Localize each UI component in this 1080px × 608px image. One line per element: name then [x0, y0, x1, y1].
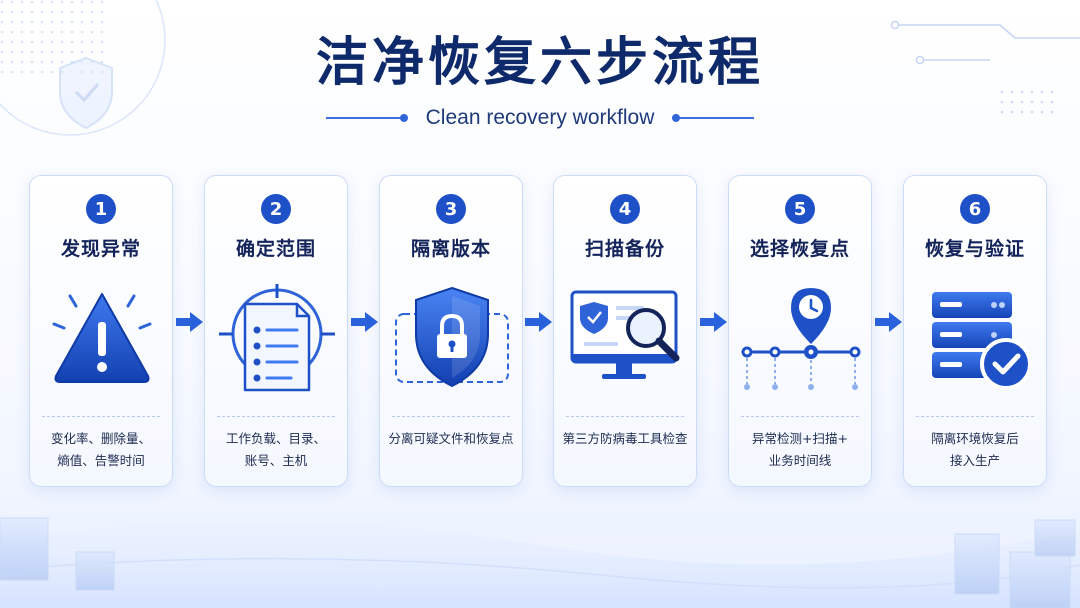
- monitor-scan-icon: [570, 290, 680, 379]
- step-description: 隔离环境恢复后 接入生产: [910, 428, 1040, 472]
- step-description: 分离可疑文件和恢复点: [386, 428, 516, 450]
- step-number: 4: [610, 194, 640, 224]
- cube-decoration-left: [0, 517, 115, 591]
- desc-line: 异常检测+扫描+: [752, 431, 848, 446]
- step-number: 6: [960, 194, 990, 224]
- step-divider: [217, 416, 335, 417]
- step-description: 变化率、删除量、 熵值、告警时间: [36, 428, 166, 472]
- subtitle-row: Clean recovery workflow: [0, 106, 1080, 130]
- step-divider: [566, 416, 684, 417]
- desc-line: 工作负载、目录、: [225, 431, 326, 446]
- desc-line: 业务时间线: [768, 453, 832, 468]
- timeline-clock-icon: [741, 288, 861, 390]
- step-divider: [741, 416, 859, 417]
- step-title: 确定范围: [235, 238, 316, 260]
- step-number: 1: [86, 194, 116, 224]
- step-card-5: 5 选择恢复点 异常检测+扫描+ 业务时间线: [728, 175, 872, 487]
- step-card-3: 3 隔离版本 分离可疑文件和恢复点: [379, 175, 523, 487]
- step-title: 选择恢复点: [749, 238, 850, 260]
- step-divider: [42, 416, 160, 417]
- step-divider: [392, 416, 510, 417]
- step-card-6: 6 恢复与验证 隔离环境恢复后 接入生产: [903, 175, 1047, 487]
- step-title: 发现异常: [60, 238, 141, 260]
- step-card-2: 2 确定范围 工作负载、目录、 账号、主机: [204, 175, 348, 487]
- step-number: 2: [261, 194, 291, 224]
- page-subtitle: Clean recovery workflow: [425, 106, 655, 129]
- desc-line: 变化率、删除量、: [50, 431, 151, 446]
- cube-decoration-right: [954, 519, 1076, 608]
- step-divider: [916, 416, 1034, 417]
- step-number: 5: [785, 194, 815, 224]
- header: 洁净恢复六步流程 Clean recovery workflow: [0, 28, 1080, 130]
- step-card-1: 1 发现异常 变化率、删除量、 熵值、告警时间: [29, 175, 173, 487]
- arrow-right-icon: [351, 312, 378, 332]
- step-card-4: 4 扫描备份 第三方防病毒工具检查: [553, 175, 697, 487]
- step-title: 隔离版本: [410, 238, 491, 260]
- subtitle-line-right: [672, 114, 755, 122]
- arrow-right-icon: [525, 312, 552, 332]
- warning-triangle-icon: [52, 293, 152, 383]
- desc-line: 分离可疑文件和恢复点: [388, 431, 514, 446]
- arrow-right-icon: [176, 312, 203, 332]
- desc-line: 熵值、告警时间: [57, 453, 145, 468]
- server-check-icon: [932, 292, 1032, 390]
- crosshair-document-icon: [219, 284, 335, 392]
- step-description: 异常检测+扫描+ 业务时间线: [735, 428, 865, 472]
- step-description: 工作负载、目录、 账号、主机: [211, 428, 341, 472]
- arrow-right-icon: [700, 312, 727, 332]
- page-title: 洁净恢复六步流程: [315, 33, 764, 93]
- step-description: 第三方防病毒工具检查: [560, 428, 690, 450]
- step-number: 3: [436, 194, 466, 224]
- desc-line: 第三方防病毒工具检查: [562, 431, 688, 446]
- shield-lock-icon: [395, 286, 509, 388]
- desc-line: 接入生产: [949, 453, 1000, 468]
- subtitle-line-left: [325, 114, 408, 122]
- desc-line: 账号、主机: [244, 453, 308, 468]
- desc-line: 隔离环境恢复后: [931, 431, 1019, 446]
- step-title: 扫描备份: [584, 238, 665, 260]
- step-title: 恢复与验证: [924, 238, 1025, 260]
- arrow-right-icon: [875, 312, 902, 332]
